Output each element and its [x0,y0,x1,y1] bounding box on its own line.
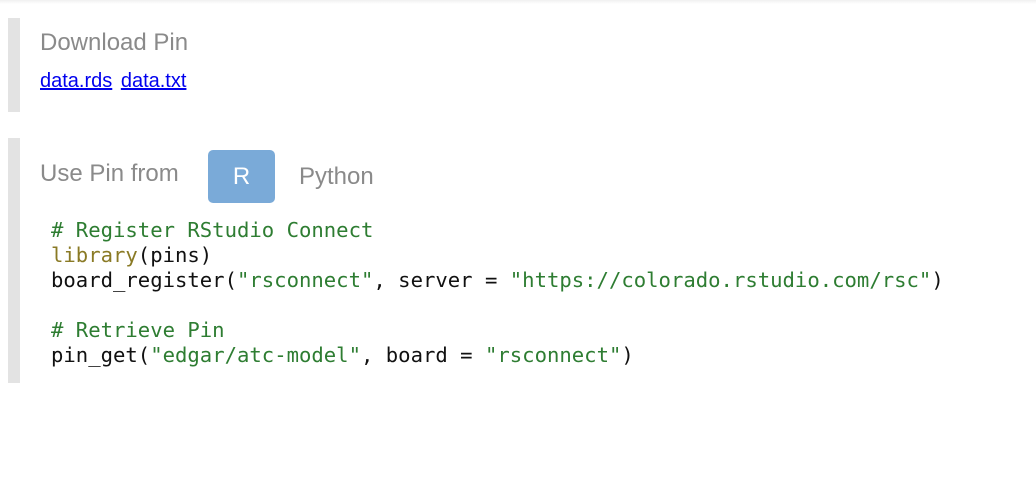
code-register-fn: board_register( [51,268,237,292]
download-pin-section: Download Pin data.rds data.txt [8,18,1018,112]
download-link-txt[interactable]: data.txt [120,70,187,92]
code-get-board: "rsconnect" [484,343,622,367]
code-get-fn: pin_get( [51,343,151,367]
code-snippet: # Register RStudio Connect library(pins)… [51,218,944,368]
top-divider [0,0,1036,4]
code-library-arg: (pins) [137,243,213,267]
code-library-fn: library [51,243,138,267]
code-register-server: "https://colorado.rstudio.com/rsc" [509,268,932,292]
use-pin-section: Use Pin from R Python # Register RStudio… [8,138,1028,383]
code-register-end: ) [931,268,944,292]
code-get-mid: , board = [360,343,485,367]
tab-r[interactable]: R [208,150,275,203]
code-register-board: "rsconnect" [236,268,374,292]
code-get-pin-name: "edgar/atc-model" [150,343,361,367]
download-link-rds[interactable]: data.rds [40,70,113,92]
download-links: data.rds data.txt [40,70,189,93]
code-comment-register: # Register RStudio Connect [51,218,374,242]
code-get-end: ) [621,343,634,367]
code-register-mid: , server = [373,268,510,292]
code-comment-retrieve: # Retrieve Pin [51,318,225,342]
tab-python[interactable]: Python [299,162,374,190]
download-pin-title: Download Pin [40,29,189,56]
use-pin-title: Use Pin from [40,160,179,187]
